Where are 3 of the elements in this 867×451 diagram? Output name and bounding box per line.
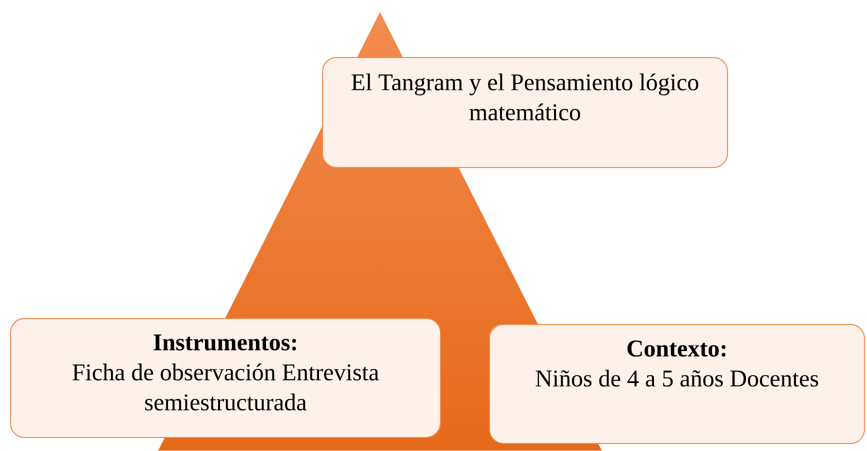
text-box: Instrumentos: Ficha de observación Entrevista semiestructurada — [10, 318, 441, 438]
text-box: El Tangram y el Pensamiento lógico matemático — [322, 57, 728, 168]
text-box: Contexto: Niños de 4 a 5 años Docentes — [489, 324, 865, 444]
